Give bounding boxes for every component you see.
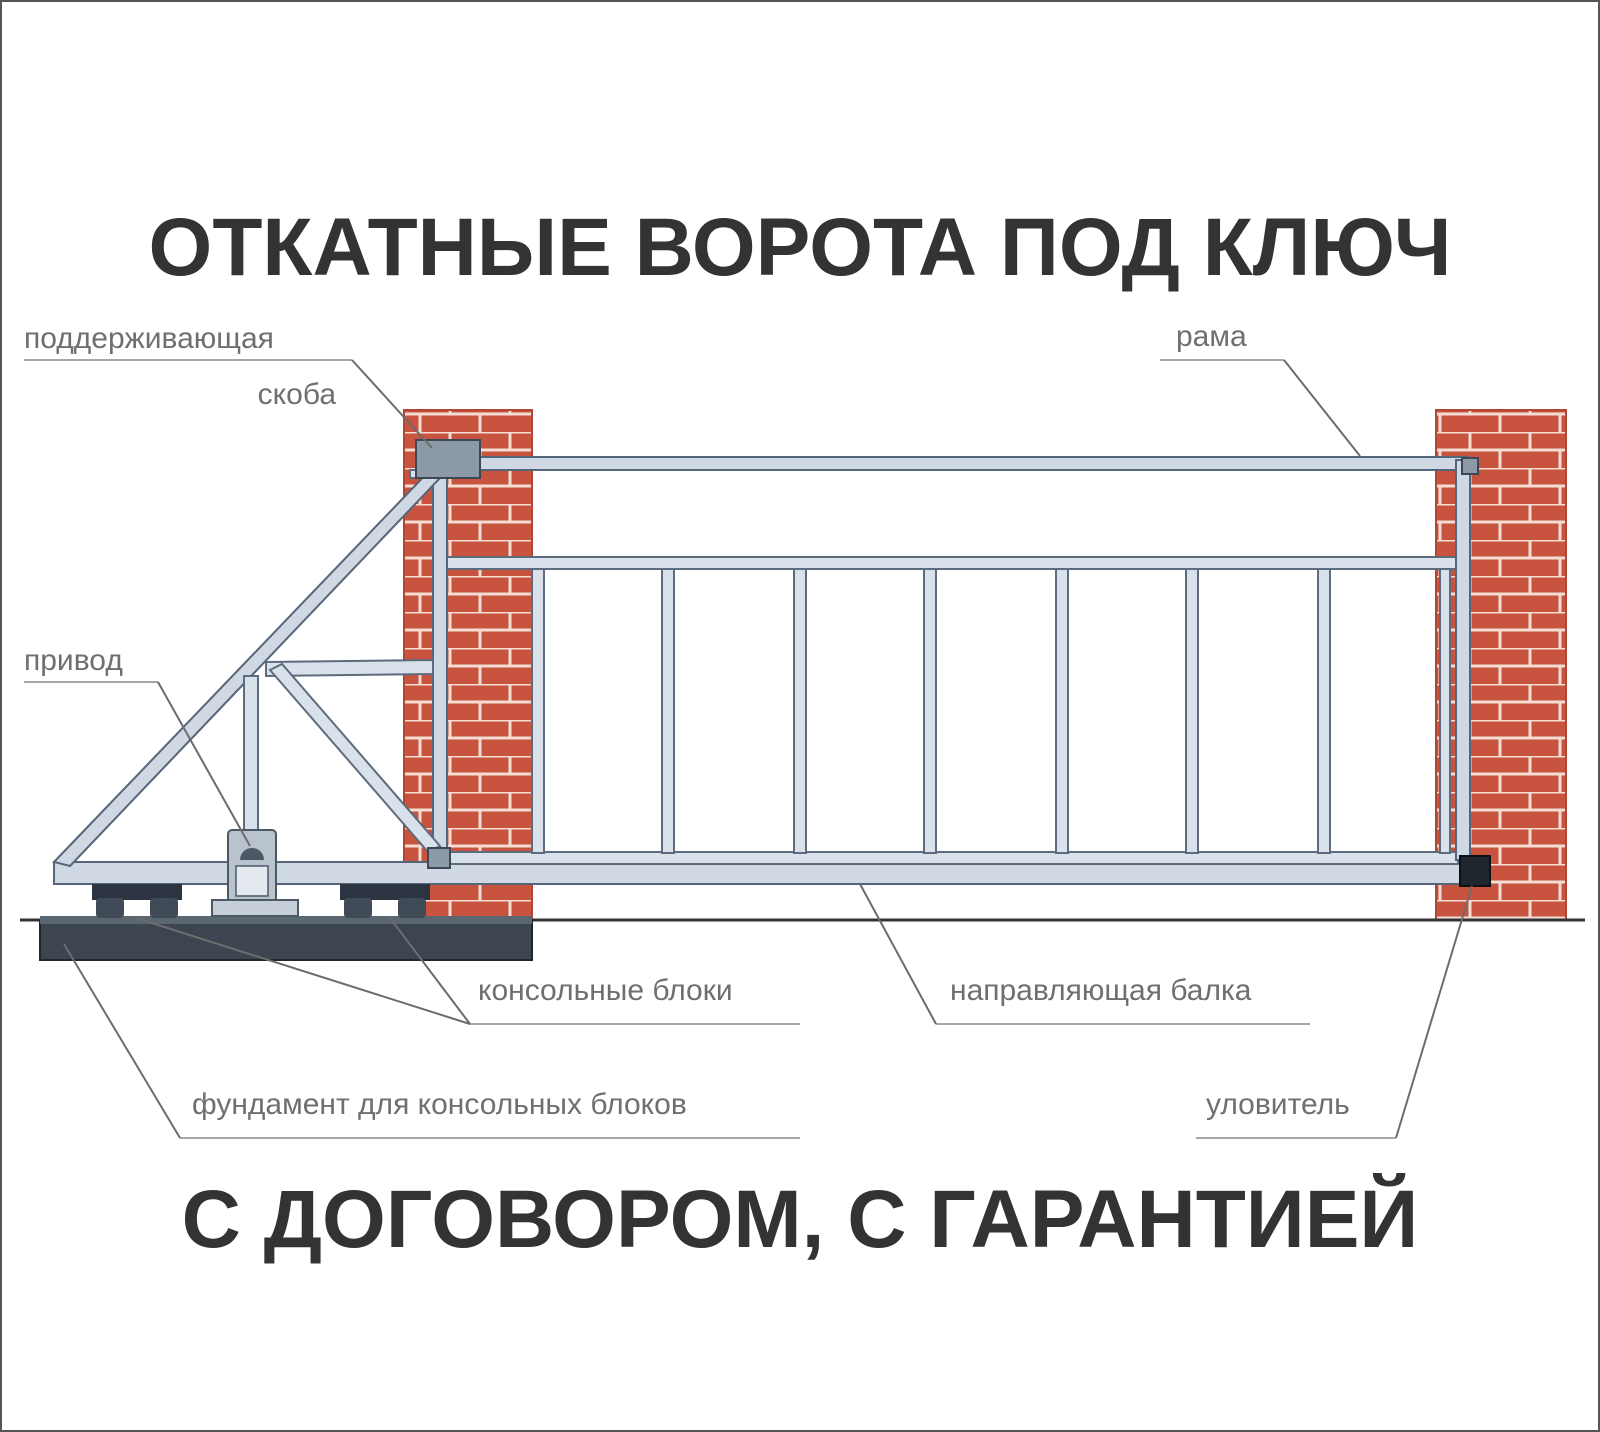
label-console-blocks: консольные блоки: [135, 917, 800, 1025]
label-console-blocks-text: консольные блоки: [478, 974, 733, 1007]
label-drive-text: привод: [24, 644, 123, 677]
label-frame: рама: [1160, 320, 1361, 457]
headline-bottom: С ДОГОВОРОМ, С ГАРАНТИЕЙ: [182, 1173, 1419, 1265]
picket: [793, 568, 807, 854]
gate-frame: [53, 456, 1473, 885]
label-bracket-line1: поддерживающая: [24, 322, 274, 355]
top-rail: [445, 456, 1469, 471]
foundation-top: [40, 916, 532, 924]
label-foundation-text: фундамент для консольных блоков: [192, 1088, 687, 1121]
frame-corner-cap: [1461, 457, 1479, 475]
middle-rail: [445, 556, 1459, 570]
drive-unit: [211, 829, 299, 917]
picket: [661, 568, 675, 854]
label-foundation: фундамент для консольных блоков: [63, 943, 800, 1139]
catcher: [1459, 855, 1491, 887]
console-block-left: [92, 884, 182, 918]
label-catcher: уловитель: [1196, 885, 1473, 1139]
headline-top: ОТКАТНЫЕ ВОРОТА ПОД КЛЮЧ: [149, 202, 1452, 293]
label-drive: привод: [24, 644, 251, 847]
label-support-bracket: поддерживающая скоба: [24, 322, 433, 449]
picket: [531, 568, 545, 854]
picket: [1185, 568, 1199, 854]
label-guide-beam-text: направляющая балка: [950, 974, 1252, 1007]
end-cap-left: [427, 847, 451, 869]
foundation-slab: [39, 919, 533, 961]
picket: [1317, 568, 1331, 854]
support-bracket: [415, 439, 481, 479]
picket: [1439, 568, 1451, 854]
label-catcher-text: уловитель: [1206, 1088, 1350, 1121]
label-bracket-line2: скоба: [258, 378, 337, 411]
right-frame-post: [1455, 459, 1471, 861]
left-frame-post: [432, 459, 448, 861]
console-block-right: [340, 884, 430, 918]
bottom-rail: [445, 851, 1459, 865]
picket: [1055, 568, 1069, 854]
label-guide-beam: направляющая балка: [859, 883, 1310, 1025]
picket: [923, 568, 937, 854]
label-frame-text: рама: [1176, 320, 1247, 353]
